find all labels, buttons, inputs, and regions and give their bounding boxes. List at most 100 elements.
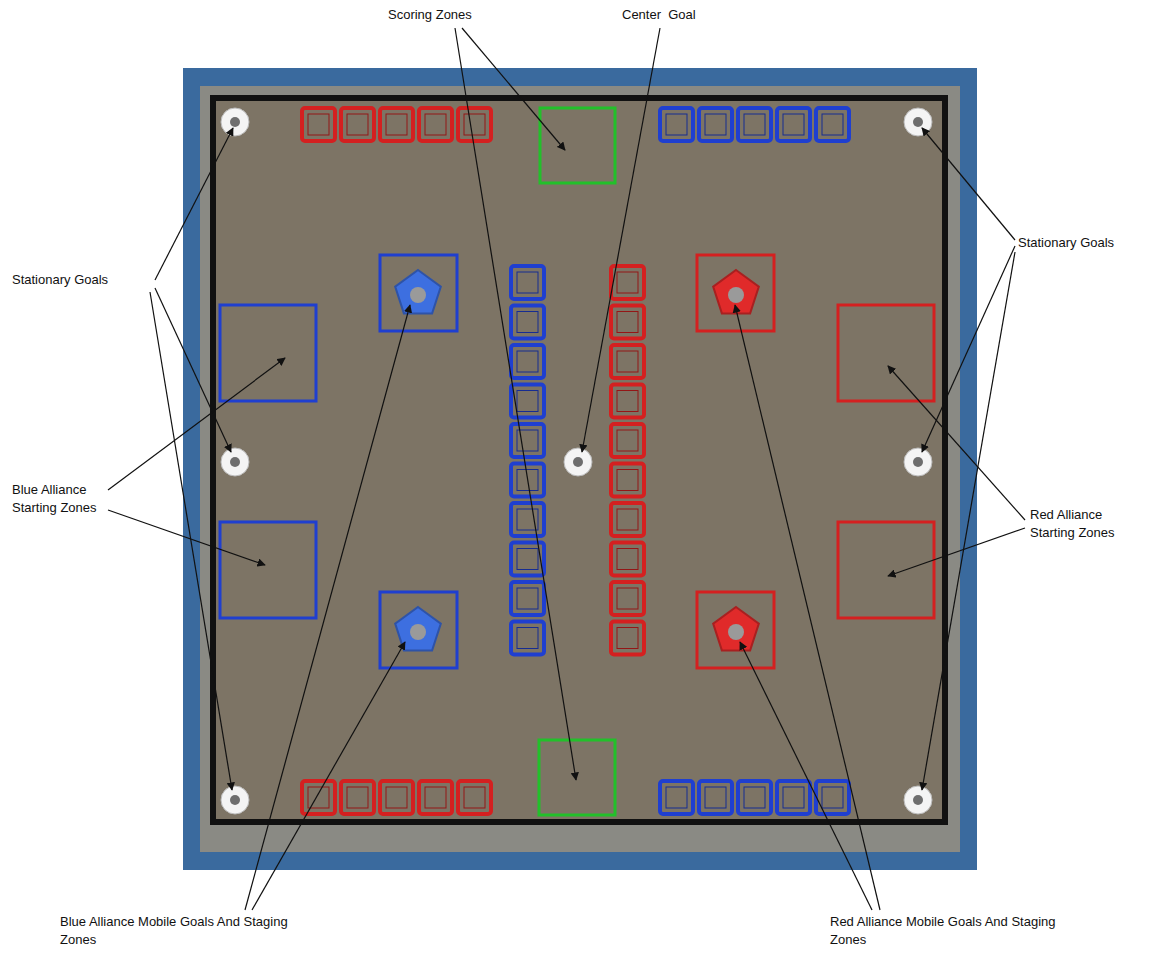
scoring-block-inner — [517, 628, 538, 649]
stationary-goal — [904, 108, 932, 136]
scoring-block-inner — [464, 114, 485, 135]
zone-outline — [838, 522, 934, 618]
scoring-block — [611, 306, 644, 339]
scoring-block-inner — [666, 787, 687, 808]
scoring-block — [611, 266, 644, 299]
goal-label: Center Goal — [622, 6, 732, 24]
scoring-block-inner — [822, 787, 843, 808]
scoring-block — [511, 266, 544, 299]
stationary-goal — [904, 786, 932, 814]
scoring-block-inner — [617, 391, 638, 412]
scoring-block — [611, 345, 644, 378]
zone-outline — [380, 255, 457, 331]
scoring-block — [458, 781, 491, 814]
scoring-block-inner — [517, 351, 538, 372]
zone-label: Scoring Zones — [388, 6, 508, 24]
field-floor — [213, 98, 945, 822]
field-wall — [200, 86, 960, 852]
scoring-block — [611, 424, 644, 457]
zone-outline — [380, 592, 457, 668]
zone-outline — [697, 255, 774, 331]
scoring-block — [419, 781, 452, 814]
scoring-block-inner — [744, 114, 765, 135]
goal-post — [913, 117, 923, 127]
scoring-block-inner — [517, 391, 538, 412]
zone-label: Blue Alliance Mobile Goals And Staging Z… — [60, 913, 290, 949]
scoring-block — [777, 781, 810, 814]
scoring-block — [511, 424, 544, 457]
zone-outline — [220, 305, 316, 401]
scoring-block — [816, 781, 849, 814]
scoring-block-inner — [425, 114, 446, 135]
scoring-block — [458, 108, 491, 141]
scoring-block-inner — [517, 549, 538, 570]
scoring-block-inner — [783, 787, 804, 808]
goal-post — [230, 117, 240, 127]
scoring-block-inner — [617, 430, 638, 451]
stationary-goal — [221, 108, 249, 136]
scoring-block-inner — [705, 787, 726, 808]
scoring-block-inner — [744, 787, 765, 808]
zone-outline — [539, 740, 615, 815]
scoring-block-inner — [617, 588, 638, 609]
scoring-block-inner — [617, 549, 638, 570]
scoring-block — [660, 108, 693, 141]
scoring-block — [302, 108, 335, 141]
scoring-block-inner — [517, 272, 538, 293]
goal-post — [573, 457, 583, 467]
stationary-goal — [904, 448, 932, 476]
zone-outline — [697, 592, 774, 668]
scoring-block — [816, 108, 849, 141]
scoring-block-inner — [464, 787, 485, 808]
scoring-block-inner — [822, 114, 843, 135]
scoring-block-inner — [666, 114, 687, 135]
scoring-block — [611, 543, 644, 576]
scoring-block — [341, 781, 374, 814]
zone-outline — [220, 522, 316, 618]
scoring-block — [699, 108, 732, 141]
scoring-block — [511, 503, 544, 536]
scoring-block — [341, 108, 374, 141]
scoring-block-inner — [425, 787, 446, 808]
stationary-goal — [221, 786, 249, 814]
mobile-goal-post — [410, 287, 426, 303]
zone-outline — [540, 108, 615, 183]
mobile-goal — [713, 607, 759, 650]
scoring-block-inner — [386, 787, 407, 808]
scoring-block — [611, 464, 644, 497]
scoring-block — [699, 781, 732, 814]
scoring-block-inner — [617, 272, 638, 293]
goal-label: Stationary Goals — [1018, 234, 1152, 252]
scoring-block — [511, 622, 544, 655]
scoring-block — [511, 385, 544, 418]
zone-label: Red Alliance Mobile Goals And Staging Zo… — [830, 913, 1060, 949]
scoring-block — [611, 622, 644, 655]
scoring-block — [660, 781, 693, 814]
zone-outline — [838, 305, 934, 401]
scoring-block — [611, 582, 644, 615]
scoring-block-inner — [347, 114, 368, 135]
field-surround — [183, 68, 977, 870]
scoring-block-inner — [386, 114, 407, 135]
goal-post — [913, 795, 923, 805]
goal-label: Stationary Goals — [12, 271, 162, 289]
scoring-block-inner — [517, 312, 538, 333]
stationary-goal — [564, 448, 592, 476]
goal-post — [230, 795, 240, 805]
leader-lines — [108, 28, 1025, 910]
mobile-goal-post — [410, 624, 426, 640]
scoring-block-inner — [517, 588, 538, 609]
scoring-block — [302, 781, 335, 814]
scoring-block — [738, 781, 771, 814]
scoring-block — [611, 385, 644, 418]
zone-label: Blue Alliance Starting Zones — [12, 481, 112, 517]
mobile-goal-post — [728, 287, 744, 303]
scoring-block — [419, 108, 452, 141]
scoring-block-inner — [308, 114, 329, 135]
scoring-block-inner — [617, 509, 638, 530]
goal-post — [230, 457, 240, 467]
scoring-block — [511, 345, 544, 378]
scoring-block — [380, 108, 413, 141]
scoring-block-inner — [617, 312, 638, 333]
